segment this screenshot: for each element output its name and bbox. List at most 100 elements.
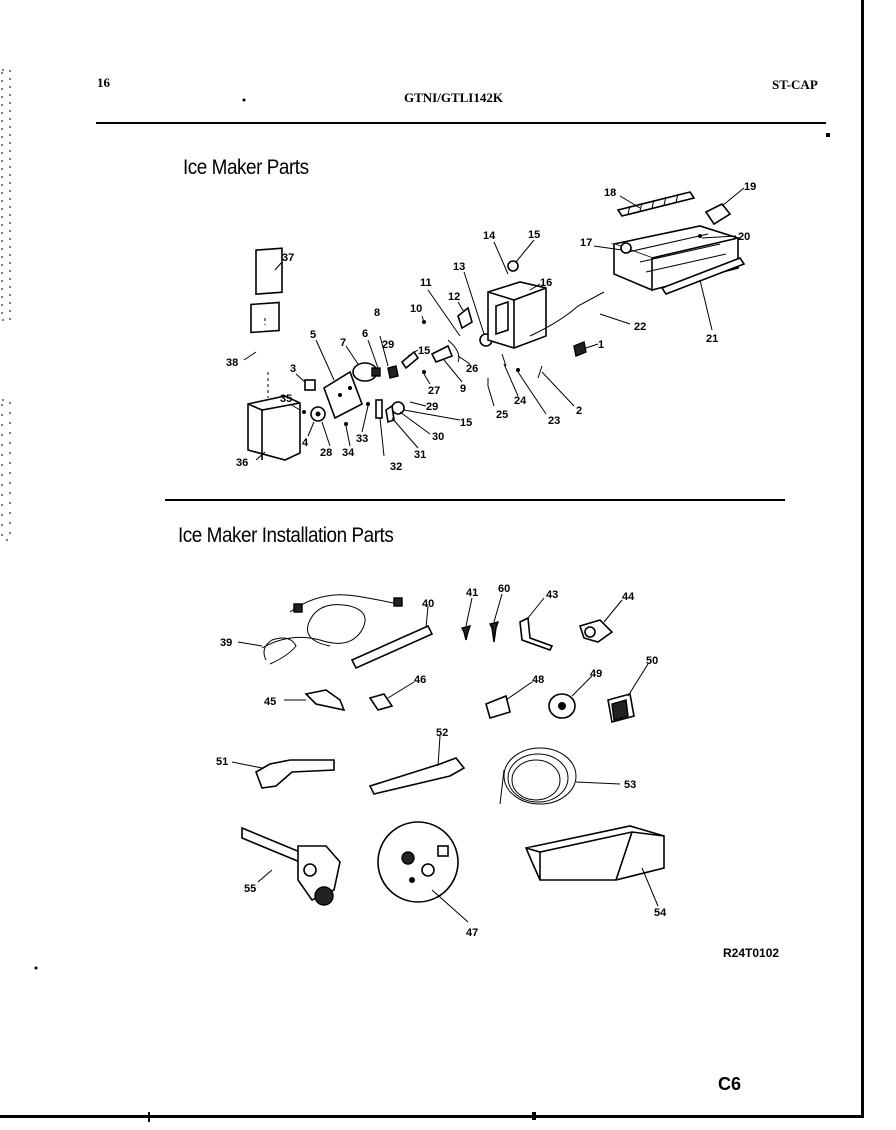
callout-36: 36: [236, 457, 248, 469]
installation-parts-drawing: [241, 594, 665, 906]
callout-39: 39: [220, 637, 232, 649]
callout-7: 7: [340, 337, 346, 349]
part-32-shaft: [375, 399, 383, 419]
part-17-stud: [620, 242, 632, 254]
callout-29-lower: 29: [426, 401, 438, 413]
callout-9: 9: [460, 383, 466, 395]
section-title-installation-parts: Ice Maker Installation Parts: [178, 524, 394, 547]
part-15-grommet: [507, 260, 519, 272]
callout-33: 33: [356, 433, 368, 445]
callout-26: 26: [466, 363, 478, 375]
part-54-ice-bucket: [524, 825, 665, 881]
sheet-id: C6: [718, 1074, 742, 1094]
callout-12: 12: [448, 291, 460, 303]
part-29-switch: [387, 365, 399, 379]
callout-10: 10: [410, 303, 422, 315]
section-title-ice-maker-parts: Ice Maker Parts: [183, 156, 309, 179]
lower-leader-lines: [231, 593, 659, 923]
lower-callout-numbers: 39 40 41 60 43 44 45 46 48 49 50 51 52 5…: [216, 583, 667, 939]
callout-51: 51: [216, 756, 228, 768]
part-38-label: [250, 301, 280, 334]
callout-49: 49: [590, 668, 602, 680]
callout-44: 44: [622, 591, 635, 603]
callout-5: 5: [310, 329, 316, 341]
section-divider: [165, 499, 785, 501]
callout-35: 35: [280, 393, 292, 405]
part-43-bracket: [519, 616, 554, 651]
callout-29-upper: 29: [382, 339, 394, 351]
callout-28: 28: [320, 447, 332, 459]
header-rule: [96, 122, 826, 124]
part-41-screw: [460, 625, 472, 641]
callout-1: 1: [598, 339, 604, 351]
callout-46: 46: [414, 674, 426, 686]
part-21-heater-shield: [660, 257, 746, 295]
callout-40: 40: [422, 598, 434, 610]
ice-maker-parts-drawing: [247, 191, 746, 461]
callout-8: 8: [374, 307, 380, 319]
model-number: GTNI/GTLI142K: [404, 90, 503, 105]
part-46-clip: [368, 693, 394, 711]
part-52-fill-tube: [368, 757, 466, 795]
part-22-heater: [529, 291, 605, 337]
part-5-mounting-plate: [323, 370, 363, 420]
callout-13: 13: [453, 261, 465, 273]
part-19-bearing: [704, 202, 732, 226]
callout-11: 11: [420, 277, 432, 289]
part-26-spring: [447, 339, 460, 363]
part-60-screw: [488, 621, 500, 643]
callout-14: 14: [483, 230, 496, 242]
callout-31: 31: [414, 449, 426, 461]
upper-callout-numbers: 37 38 36 5 7 6 8 29 3 35 4 28 34 33 32 3…: [226, 181, 756, 473]
part-12-bracket: [457, 306, 473, 330]
callout-41: 41: [466, 587, 478, 599]
page-frame-right: [861, 0, 864, 1118]
section-code: ST-CAP: [772, 77, 818, 92]
part-48-fitting: [485, 694, 511, 719]
callout-54: 54: [654, 907, 667, 919]
callout-53: 53: [624, 779, 636, 791]
page-number: 16: [97, 75, 110, 90]
callout-19: 19: [744, 181, 756, 193]
callout-2: 2: [576, 405, 582, 417]
callout-15-mid: 15: [418, 345, 430, 357]
callout-30: 30: [432, 431, 444, 443]
callout-47: 47: [466, 927, 478, 939]
part-9-arm: [430, 344, 454, 364]
callout-32: 32: [390, 461, 402, 473]
callout-24: 24: [514, 395, 527, 407]
part-39-wire-harness: [261, 604, 366, 649]
part-20-screw: [698, 234, 702, 238]
part-35-screw: [302, 410, 306, 414]
callout-34: 34: [342, 447, 355, 459]
callout-4: 4: [302, 437, 309, 449]
page-frame-bottom: [0, 1115, 864, 1118]
callout-27: 27: [428, 385, 440, 397]
part-18-ejector: [616, 191, 696, 217]
callout-23: 23: [548, 415, 560, 427]
callout-16: 16: [540, 277, 552, 289]
callout-22: 22: [634, 321, 646, 333]
drawing-code: R24T0102: [723, 946, 780, 960]
callout-25: 25: [496, 409, 508, 421]
callout-3: 3: [290, 363, 296, 375]
callout-55: 55: [244, 883, 256, 895]
callout-6: 6: [362, 328, 368, 340]
callout-21: 21: [706, 333, 718, 345]
callout-50: 50: [646, 655, 658, 667]
part-45-clip: [304, 689, 346, 712]
part-40-trim-strip: [350, 624, 434, 670]
part-37-label-card: [255, 247, 283, 295]
part-55-water-valve: [241, 826, 341, 906]
callout-43: 43: [546, 589, 558, 601]
callout-38: 38: [226, 357, 238, 369]
part-3-clip: [304, 379, 316, 391]
part-51-elbow: [255, 759, 335, 789]
part-53-water-line-coil: [499, 747, 577, 805]
callout-37: 37: [282, 252, 294, 264]
callout-18: 18: [604, 187, 616, 199]
callout-15-lower: 15: [460, 417, 472, 429]
part-15-washer: [391, 401, 405, 415]
